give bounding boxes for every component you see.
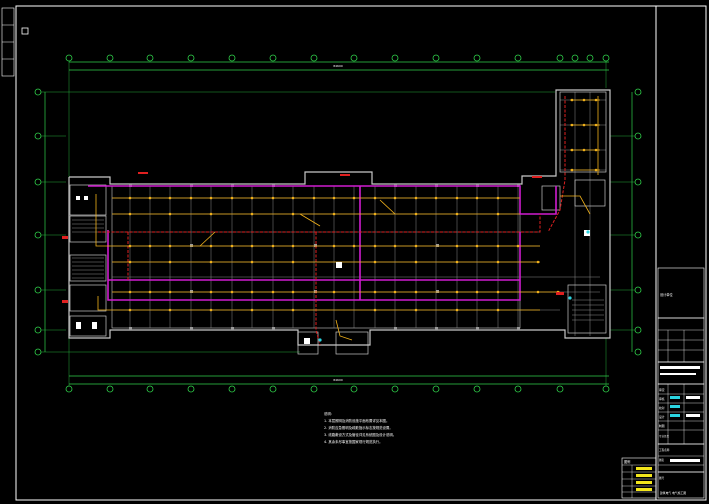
cable-fire-alarm-red	[98, 96, 566, 346]
title-row-3: 设计	[659, 415, 665, 419]
title-footer: 建筑电气 电气施工图	[660, 491, 686, 495]
notes-line-2: 2. 消防应急照明及疏散指示标志按规范设置。	[324, 425, 393, 430]
columns	[129, 184, 520, 330]
legend-title: 图例	[624, 459, 630, 464]
right-wing-rooms	[541, 91, 607, 334]
title-number-label: 图号	[659, 476, 665, 480]
cable-trunk-magenta	[88, 185, 557, 301]
title-row-0: 审定	[659, 388, 665, 392]
lighting-circuits	[95, 96, 600, 341]
binding-strip	[1, 7, 29, 77]
overall-dimension-top: 84600	[333, 64, 343, 68]
grid-axis-bottom	[65, 385, 610, 393]
overall-dimension-bottom: 84600	[333, 378, 343, 382]
title-block-company: 设计单位	[660, 292, 674, 297]
stair-hatching-right	[572, 299, 604, 321]
grid-axis-top	[65, 54, 610, 62]
title-project-label: 工程名称	[659, 448, 670, 452]
notes-line-1: 1. 本层照明及消防设施平面布置详见本图。	[324, 418, 389, 423]
grid-extension-lines	[41, 61, 635, 386]
title-drawing-label: 图名	[659, 458, 665, 462]
notes-line-0: 说明：	[324, 411, 334, 416]
smoke-detectors	[318, 230, 590, 342]
grid-axis-right	[634, 88, 642, 356]
left-core-rooms	[69, 184, 107, 337]
toilet-fixtures-left	[76, 196, 97, 329]
grid-axis-left	[34, 88, 42, 356]
notes-line-4: 4. 其余未尽事宜按国家现行规范执行。	[324, 439, 383, 444]
legend-table: 图例	[621, 457, 657, 499]
title-row-5: 专业负责	[659, 434, 670, 438]
bottom-wing-rooms	[297, 331, 369, 355]
title-block: 设计单位 审定 审核 校对 设计 制图 专业负责 工程名称 图名	[657, 267, 705, 499]
design-notes: 说明： 1. 本层照明及消防设施平面布置详见本图。 2. 消防应急照明及疏散指示…	[324, 411, 396, 444]
title-row-4: 制图	[659, 424, 665, 428]
notes-line-3: 3. 线路敷设方式及管径详见系统图及设计说明。	[324, 432, 396, 437]
outer-frame	[15, 5, 707, 501]
stair-hatching-left	[72, 219, 104, 279]
dimension-lines	[44, 61, 633, 385]
title-row-2: 校对	[659, 406, 665, 410]
title-row-1: 审核	[659, 397, 665, 401]
light-fixtures	[128, 98, 598, 312]
